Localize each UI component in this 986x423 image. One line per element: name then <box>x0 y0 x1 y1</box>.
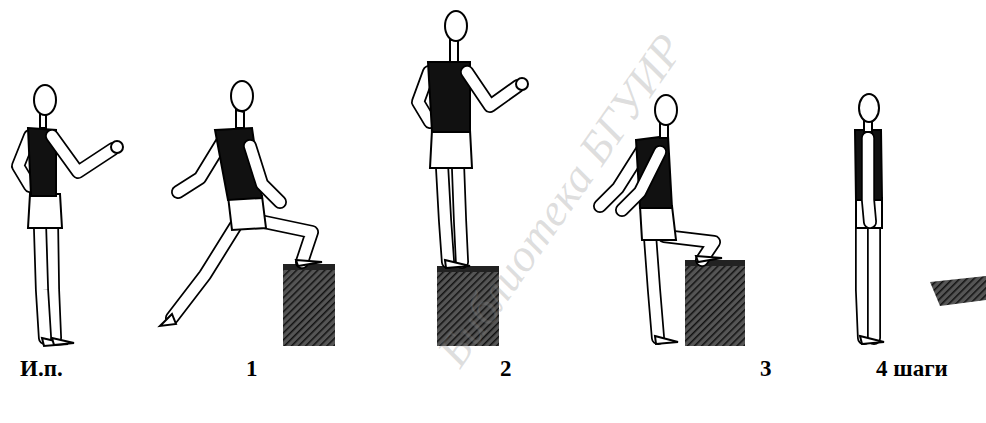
athlete-figure <box>18 85 123 346</box>
athlete-figure <box>855 94 884 344</box>
step-number: 3 <box>760 356 772 382</box>
step-number: 4 шаги <box>876 356 948 382</box>
step-number: 2 <box>500 356 512 382</box>
step-number: 1 <box>246 356 258 382</box>
position-label: И.п. <box>20 356 63 382</box>
athlete-figure <box>160 81 322 326</box>
watermark: Библиотека БГУИР <box>426 24 694 376</box>
